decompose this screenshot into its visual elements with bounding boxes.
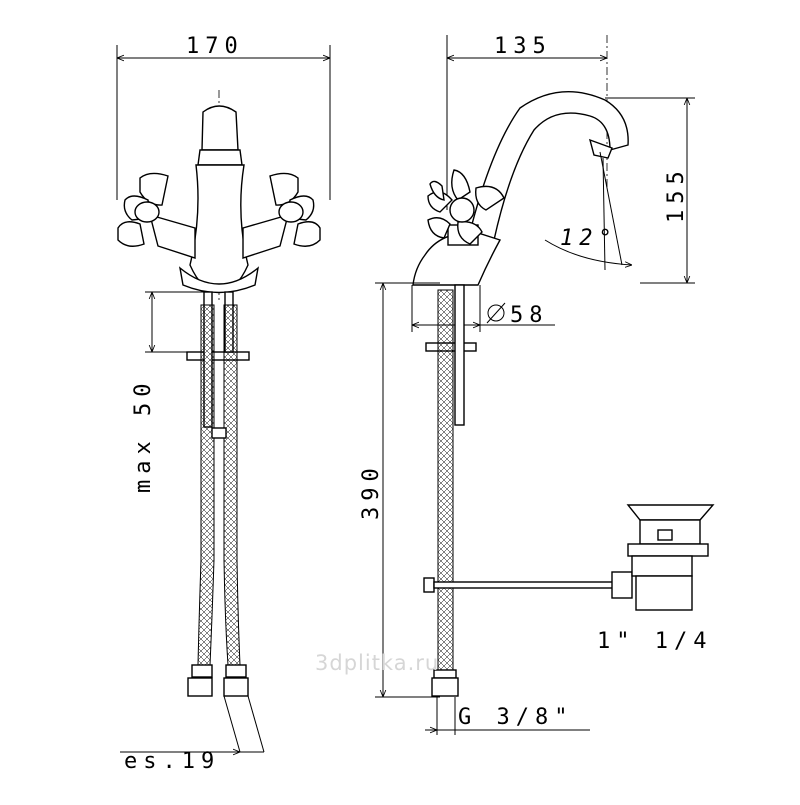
dim-height-155: 155 <box>605 97 695 284</box>
side-view: 135 155 12° <box>359 34 715 735</box>
waste-assembly: 1" 1/4 <box>423 504 715 654</box>
dim-length-390: 390 <box>359 282 440 698</box>
spout-side <box>467 90 629 241</box>
dim-max-50: max 50 <box>131 291 210 493</box>
dim-label-155: 155 <box>664 165 689 223</box>
dim-angle-12: 12° <box>544 151 632 271</box>
dim-label-390: 390 <box>359 462 384 520</box>
dim-es19: es.19 <box>120 695 265 774</box>
hoses-front <box>187 291 249 697</box>
handle-side <box>427 169 505 245</box>
watermark: 3dplitka.ru <box>315 651 439 675</box>
handle-right-front <box>242 172 321 259</box>
dim-label-170: 170 <box>186 34 244 59</box>
faucet-body-front <box>178 105 260 294</box>
dim-reach-135: 135 <box>446 34 608 210</box>
diameter-icon <box>486 302 506 324</box>
mounting-plate-front <box>186 351 250 361</box>
dim-label-waste: 1" 1/4 <box>597 629 712 654</box>
dim-thread-g38: G 3/8" <box>425 697 590 735</box>
dim-label-12deg: 12° <box>560 226 618 251</box>
dim-label-135: 135 <box>494 34 552 59</box>
dim-width-170: 170 <box>116 34 331 200</box>
dim-label-58: 58 <box>510 303 549 328</box>
dim-diameter-58: 58 <box>411 285 555 332</box>
dim-label-max50: max 50 <box>131 378 156 493</box>
front-view: 170 <box>116 34 331 774</box>
handle-left-front <box>117 172 196 259</box>
dim-label-g38: G 3/8" <box>458 705 573 730</box>
dim-label-es19: es.19 <box>124 749 220 774</box>
hoses-side <box>431 284 465 697</box>
